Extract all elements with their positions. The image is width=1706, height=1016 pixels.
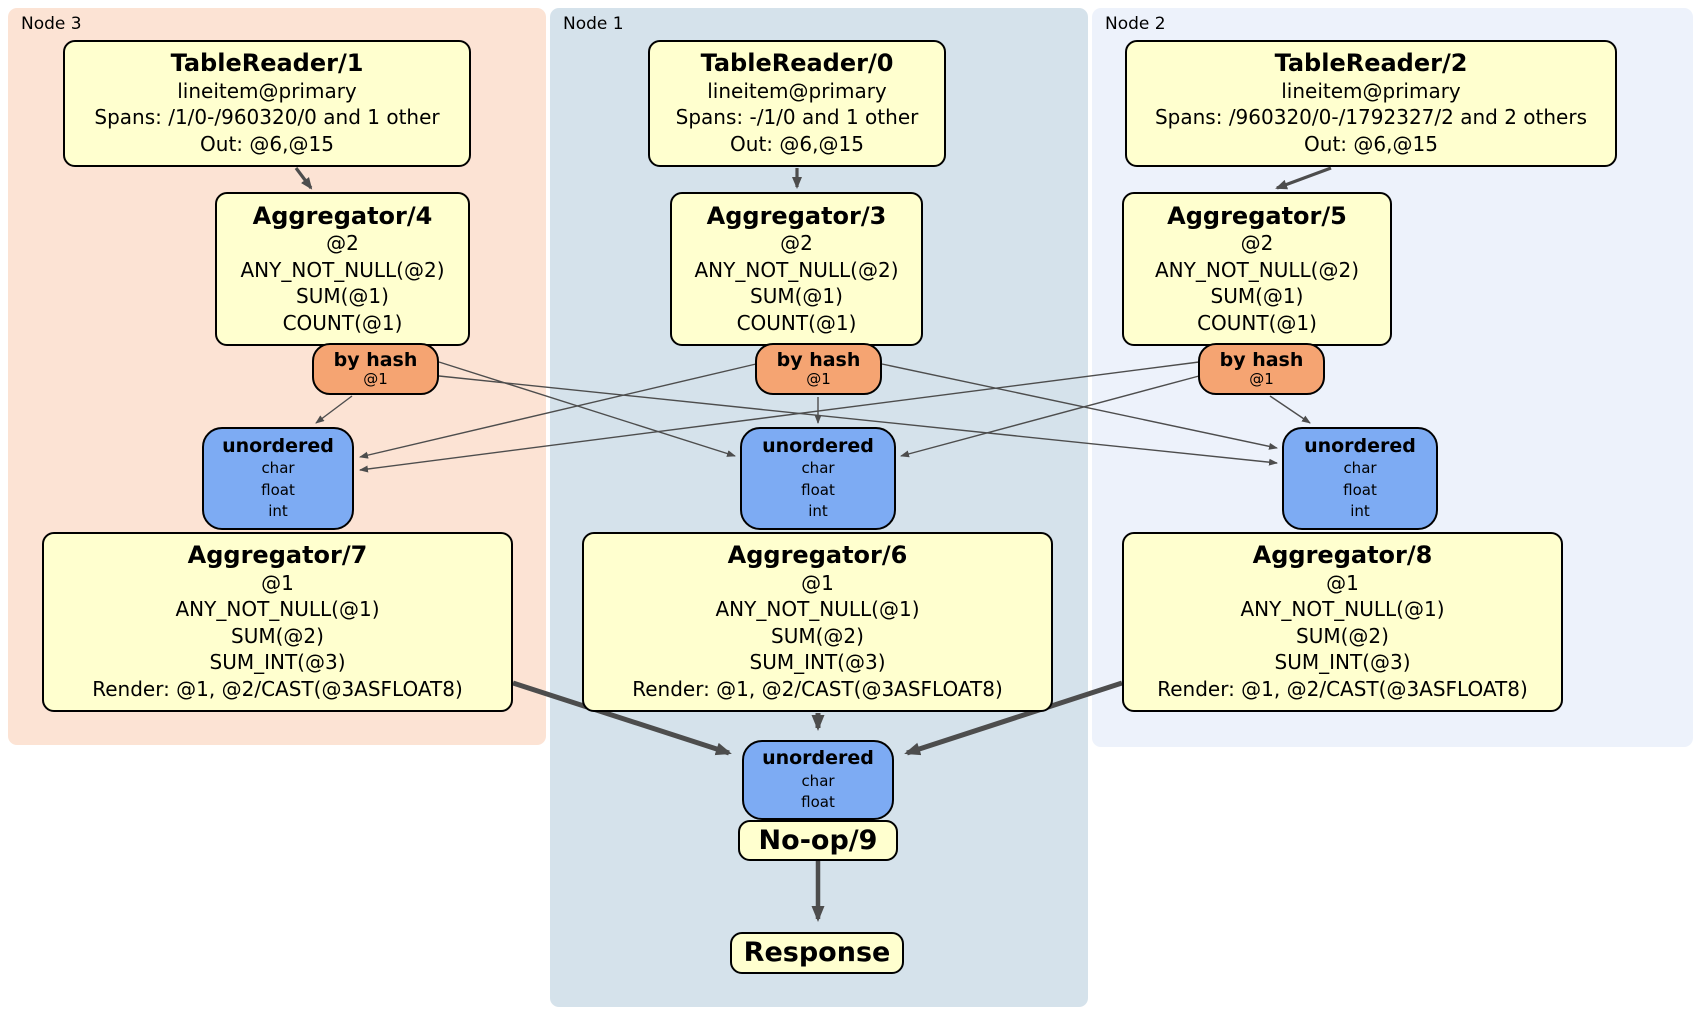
aggregator-4-fn1: ANY_NOT_NULL(@2) <box>240 257 445 282</box>
tablereader-2-title: TableReader/2 <box>1274 49 1468 78</box>
hash-router-3-box: by hash @1 <box>755 343 882 395</box>
response-box: Response <box>730 932 904 974</box>
hash-router-5-box: by hash @1 <box>1198 343 1325 395</box>
unordered-sync-node1-col1: char <box>801 459 835 478</box>
aggregator-7-fn3: SUM_INT(@3) <box>209 650 346 675</box>
tablereader-0-spans: Spans: -/1/0 and 1 other <box>675 105 919 130</box>
aggregator-4-box: Aggregator/4 @2 ANY_NOT_NULL(@2) SUM(@1)… <box>215 192 470 346</box>
aggregator-8-render: Render: @1, @2/CAST(@3ASFLOAT8) <box>1157 677 1528 702</box>
unordered-sync-node3-col3: int <box>268 502 288 521</box>
tablereader-1-spans: Spans: /1/0-/960320/0 and 1 other <box>94 105 440 130</box>
aggregator-5-box: Aggregator/5 @2 ANY_NOT_NULL(@2) SUM(@1)… <box>1122 192 1392 346</box>
aggregator-5-fn3: COUNT(@1) <box>1197 310 1317 335</box>
aggregator-8-fn2: SUM(@2) <box>1296 623 1389 648</box>
unordered-sync-node3-col1: char <box>261 459 295 478</box>
tablereader-2-out: Out: @6,@15 <box>1304 131 1438 156</box>
aggregator-4-fn2: SUM(@1) <box>296 284 389 309</box>
hash-router-3-key: @1 <box>806 370 831 389</box>
aggregator-5-fn2: SUM(@1) <box>1210 284 1304 309</box>
aggregator-8-fn1: ANY_NOT_NULL(@1) <box>1240 597 1445 622</box>
aggregator-4-group: @2 <box>326 230 359 255</box>
aggregator-7-title: Aggregator/7 <box>187 541 368 570</box>
unordered-sync-node2-col2: float <box>1343 480 1377 499</box>
node3-label: Node 3 <box>21 14 82 34</box>
node1-label: Node 1 <box>563 14 624 34</box>
aggregator-7-fn2: SUM(@2) <box>231 623 324 648</box>
unordered-sync-node1-col2: float <box>801 480 835 499</box>
aggregator-8-box: Aggregator/8 @1 ANY_NOT_NULL(@1) SUM(@2)… <box>1122 532 1563 712</box>
unordered-sync-node1-col3: int <box>808 502 828 521</box>
aggregator-3-title: Aggregator/3 <box>706 201 887 230</box>
unordered-sync-final-col2: float <box>801 792 835 811</box>
response-title: Response <box>743 937 891 969</box>
noop-9-box: No-op/9 <box>738 820 898 861</box>
unordered-sync-node3-col2: float <box>261 480 295 499</box>
aggregator-7-render: Render: @1, @2/CAST(@3ASFLOAT8) <box>92 677 463 702</box>
aggregator-5-title: Aggregator/5 <box>1167 201 1347 230</box>
unordered-sync-node2-col3: int <box>1350 502 1370 521</box>
aggregator-3-box: Aggregator/3 @2 ANY_NOT_NULL(@2) SUM(@1)… <box>670 192 923 346</box>
aggregator-6-title: Aggregator/6 <box>727 541 908 570</box>
hash-router-5-key: @1 <box>1249 370 1274 389</box>
tablereader-1-title: TableReader/1 <box>170 49 364 78</box>
unordered-sync-node1-title: unordered <box>762 434 874 457</box>
unordered-sync-final-title: unordered <box>762 746 874 769</box>
unordered-sync-final-col1: char <box>801 771 835 790</box>
tablereader-0-index: lineitem@primary <box>707 78 887 103</box>
hash-router-3-title: by hash <box>776 348 861 371</box>
aggregator-6-group: @1 <box>801 570 834 595</box>
aggregator-8-fn3: SUM_INT(@3) <box>1274 650 1411 675</box>
aggregator-5-fn1: ANY_NOT_NULL(@2) <box>1155 257 1359 282</box>
aggregator-8-group: @1 <box>1326 570 1359 595</box>
unordered-sync-node3-title: unordered <box>222 434 334 457</box>
aggregator-6-fn3: SUM_INT(@3) <box>749 650 886 675</box>
aggregator-6-fn2: SUM(@2) <box>771 623 864 648</box>
tablereader-1-index: lineitem@primary <box>177 78 357 103</box>
aggregator-3-fn2: SUM(@1) <box>750 284 843 309</box>
aggregator-7-fn1: ANY_NOT_NULL(@1) <box>175 597 380 622</box>
unordered-sync-node2-col1: char <box>1343 459 1377 478</box>
aggregator-7-box: Aggregator/7 @1 ANY_NOT_NULL(@1) SUM(@2)… <box>42 532 513 712</box>
hash-router-5-title: by hash <box>1219 348 1304 371</box>
aggregator-7-group: @1 <box>261 570 294 595</box>
aggregator-6-box: Aggregator/6 @1 ANY_NOT_NULL(@1) SUM(@2)… <box>582 532 1053 712</box>
tablereader-0-box: TableReader/0 lineitem@primary Spans: -/… <box>648 40 946 167</box>
aggregator-3-fn1: ANY_NOT_NULL(@2) <box>694 257 899 282</box>
hash-router-4-title: by hash <box>333 348 418 371</box>
aggregator-6-render: Render: @1, @2/CAST(@3ASFLOAT8) <box>632 677 1003 702</box>
node2-label: Node 2 <box>1105 14 1166 34</box>
noop-9-title: No-op/9 <box>758 824 878 856</box>
tablereader-2-index: lineitem@primary <box>1281 78 1461 103</box>
aggregator-4-fn3: COUNT(@1) <box>282 310 403 335</box>
tablereader-2-spans: Spans: /960320/0-/1792327/2 and 2 others <box>1154 105 1587 130</box>
unordered-sync-node1-box: unordered char float int <box>740 427 896 530</box>
unordered-sync-node2-box: unordered char float int <box>1282 427 1438 530</box>
tablereader-0-title: TableReader/0 <box>700 49 894 78</box>
aggregator-3-group: @2 <box>780 230 813 255</box>
aggregator-5-group: @2 <box>1240 230 1274 255</box>
aggregator-4-title: Aggregator/4 <box>252 201 433 230</box>
aggregator-8-title: Aggregator/8 <box>1252 541 1433 570</box>
unordered-sync-node2-title: unordered <box>1304 434 1416 457</box>
tablereader-2-box: TableReader/2 lineitem@primary Spans: /9… <box>1125 40 1617 167</box>
hash-router-4-key: @1 <box>363 370 388 389</box>
unordered-sync-final-box: unordered char float <box>742 740 894 820</box>
aggregator-3-fn3: COUNT(@1) <box>736 310 857 335</box>
tablereader-1-out: Out: @6,@15 <box>200 131 334 156</box>
tablereader-1-box: TableReader/1 lineitem@primary Spans: /1… <box>63 40 471 167</box>
hash-router-4-box: by hash @1 <box>312 343 439 395</box>
aggregator-6-fn1: ANY_NOT_NULL(@1) <box>715 597 920 622</box>
tablereader-0-out: Out: @6,@15 <box>730 131 864 156</box>
unordered-sync-node3-box: unordered char float int <box>202 427 354 530</box>
